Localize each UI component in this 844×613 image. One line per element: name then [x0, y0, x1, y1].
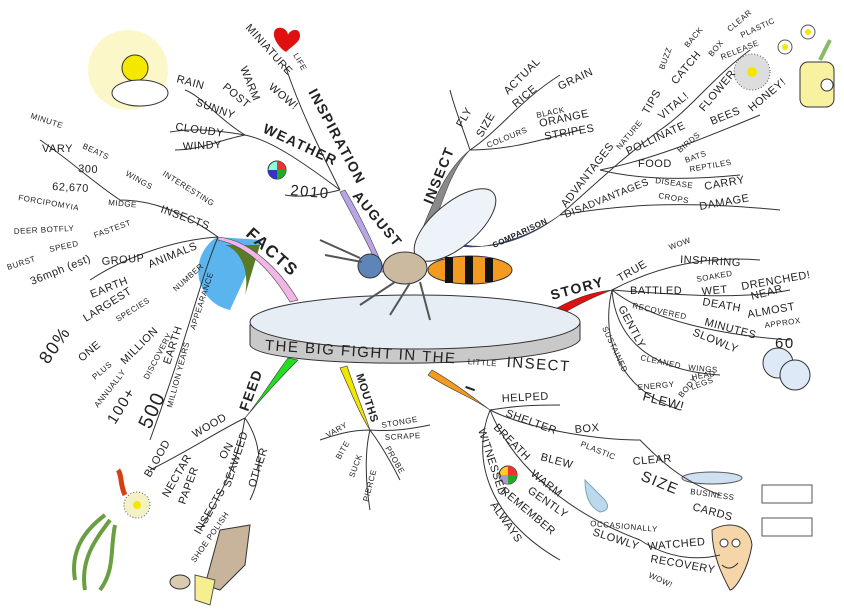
- label-insects: INSECTS: [159, 204, 211, 233]
- label-food: FOOD: [638, 158, 672, 170]
- label-grain: GRAIN: [556, 66, 595, 93]
- branch-i: [427, 369, 491, 411]
- color-wheel-icon: [267, 160, 287, 180]
- branch-comparison: [454, 214, 561, 248]
- honey-pot-icon: [799, 39, 835, 108]
- label-vary: VARY: [325, 420, 350, 439]
- branch-facts: [217, 236, 299, 303]
- label-plastic: PLASTIC: [579, 440, 617, 462]
- label-colours: COLOURS: [485, 125, 528, 149]
- label-buzz: BUZZ: [657, 46, 673, 71]
- label-size: SIZE: [639, 468, 682, 499]
- label-helped: HELPED: [502, 391, 550, 405]
- label-sunny: SUNNY: [194, 97, 237, 122]
- title-part-2: LITTLE: [468, 357, 498, 368]
- label-inspiring: INSPIRING: [680, 254, 741, 269]
- label-36mph: 36mph (est): [29, 253, 93, 288]
- label-fly: FLY: [454, 105, 475, 129]
- branch-label-i: I: [462, 382, 479, 393]
- label-minute: MINUTE: [29, 111, 64, 130]
- label-one: ONE: [76, 339, 103, 364]
- branch-label-feed: FEED: [236, 367, 266, 413]
- heart-icon: [273, 27, 300, 52]
- color-wheel-icon: [498, 465, 518, 485]
- label-rain: RAIN: [175, 73, 205, 92]
- shoe-icon: [169, 524, 251, 606]
- label-crops: CROPS: [658, 191, 690, 205]
- label-fastest: FASTEST: [93, 218, 133, 240]
- label-shelter: SHELTER: [504, 408, 558, 438]
- label-sustained: SUSTAINED: [600, 325, 629, 374]
- label-carry: CARRY: [703, 174, 745, 193]
- branch-feed: [244, 357, 299, 419]
- daisy-flower-icon: [733, 24, 816, 91]
- branch-label-comparison: COMPARISON: [491, 216, 549, 249]
- label-animals: ANIMALS: [147, 240, 200, 271]
- label-burst: BURST: [6, 254, 37, 272]
- branch-lines: [39, 49, 791, 561]
- label-60: 60: [775, 335, 795, 352]
- label-wow: WOW!: [266, 81, 300, 112]
- label-cleaned: CLEANED: [640, 353, 682, 370]
- label-damage: DAMAGE: [698, 192, 750, 213]
- label-wet: WET: [701, 284, 728, 298]
- label-wings: WINGS: [124, 169, 154, 192]
- label-wood: WOOD: [191, 411, 229, 440]
- label-energy: ENERGY: [637, 380, 675, 392]
- label-vary: VARY: [42, 143, 73, 155]
- label-speed: SPEED: [49, 239, 80, 254]
- label-windy: WINDY: [183, 139, 223, 153]
- label-box: BOX: [574, 422, 600, 436]
- label-business: BUSINESS: [690, 487, 735, 502]
- label-wow: WOW!: [647, 571, 674, 590]
- label-clear: CLEAR: [632, 453, 672, 468]
- label-watched: WATCHED: [647, 536, 706, 553]
- clock-icon: [762, 347, 811, 391]
- label-interesting: INTERESTING: [161, 169, 216, 208]
- label-cloudy: CLOUDY: [175, 121, 225, 140]
- label-blew: BLEW: [539, 451, 574, 471]
- label-death: DEATH: [701, 296, 741, 315]
- face-icon: [711, 524, 753, 591]
- label-cards: CARDS: [691, 501, 734, 523]
- central-platform: [249, 294, 581, 364]
- title-part-3: INSECT: [506, 354, 571, 375]
- label-300: 300: [78, 163, 98, 176]
- label-blood: BLOOD: [142, 438, 173, 480]
- label-battled: BATTLED: [630, 285, 682, 297]
- label-recovered: RECOVERED: [632, 301, 688, 321]
- label-group: GROUP: [101, 252, 145, 268]
- label-plus: PLUS: [91, 360, 114, 382]
- insect-illustration: [319, 188, 513, 321]
- label-62670: 62,670: [52, 181, 89, 195]
- earth-globe-icon: [198, 237, 262, 310]
- plastic-box-icon: [681, 471, 813, 537]
- label-size: SIZE: [474, 111, 498, 140]
- label-midge: MIDGE: [108, 198, 137, 209]
- label-head: HEAD: [691, 369, 716, 382]
- label-2010: 2010: [290, 182, 331, 202]
- label-bite: BITE: [334, 439, 352, 461]
- plant-flower-icon: [72, 468, 151, 592]
- label-wow: WOW: [668, 236, 693, 252]
- label-80pct: 80%: [35, 323, 75, 368]
- label-suck: SUCK: [347, 453, 364, 479]
- label-approx: APPROX: [764, 316, 801, 330]
- label-forcipomyia: FORCIPOMYIA: [18, 193, 80, 213]
- label-scrape: SCRAPE: [385, 431, 421, 442]
- label-soaked: SOAKED: [696, 269, 733, 284]
- label-catch: CATCH: [669, 49, 704, 87]
- label-beats: BEATS: [81, 142, 110, 162]
- label-deer-botfly: DEER BOTFLY: [14, 224, 75, 236]
- label-other: OTHER: [246, 446, 270, 489]
- label-back: BACK: [683, 25, 705, 49]
- water-droplet-icon: [584, 478, 609, 513]
- label-wings: WINGS: [688, 363, 718, 375]
- label-pierce: PIERCE: [361, 469, 378, 503]
- label-500: 500: [135, 388, 171, 432]
- sun-cloud-icon: [88, 30, 169, 110]
